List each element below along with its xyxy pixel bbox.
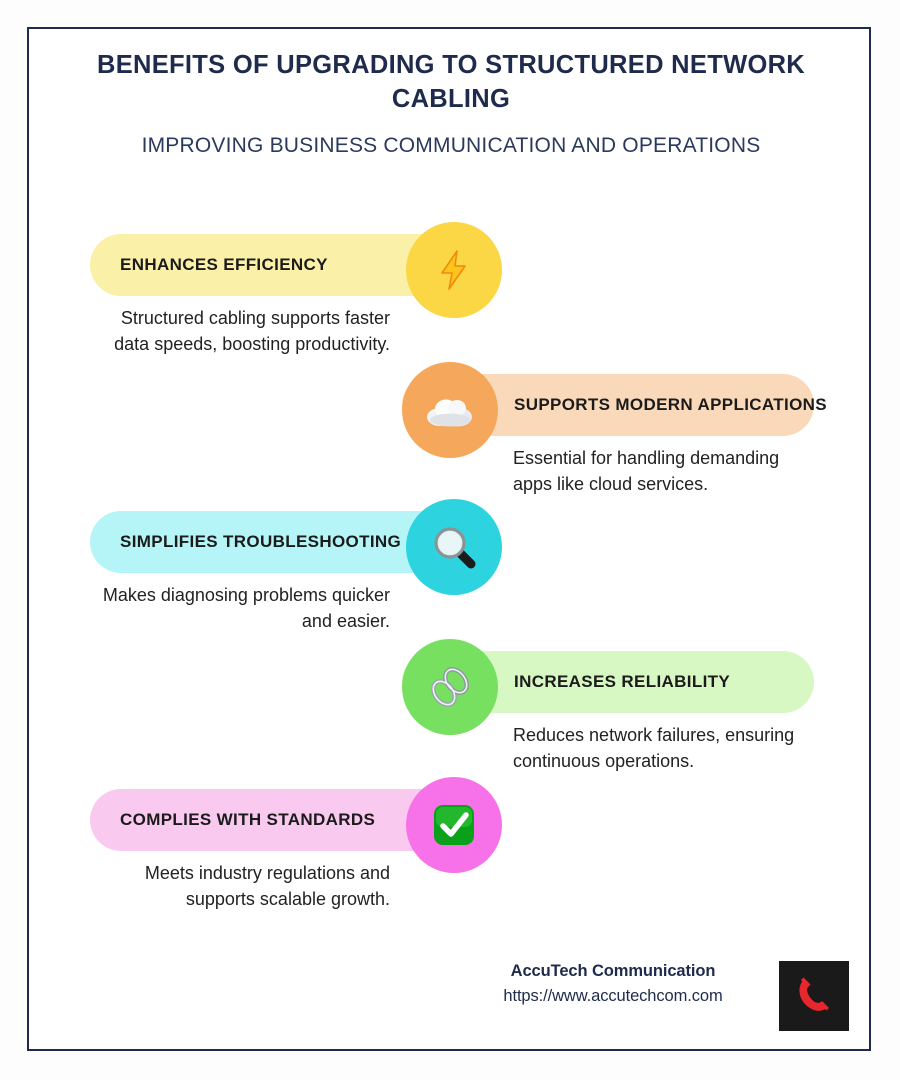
benefit-description: Structured cabling supports faster data … (114, 308, 390, 354)
chain-link-icon (425, 662, 475, 712)
cloud-icon (424, 390, 476, 430)
benefit-label: ENHANCES EFFICIENCY (120, 255, 328, 274)
header: BENEFITS OF UPGRADING TO STRUCTURED NETW… (79, 49, 823, 160)
benefit-label: COMPLIES WITH STANDARDS (120, 810, 376, 829)
page-title: BENEFITS OF UPGRADING TO STRUCTURED NETW… (97, 51, 806, 113)
footer-text-block: AccuTech Communication https://www.accut… (463, 959, 763, 1009)
benefit-description: Meets industry regulations and supports … (144, 863, 390, 909)
benefit-icon-circle (406, 777, 502, 873)
lightning-bolt-icon (430, 246, 478, 294)
benefit-description: Essential for handling demanding apps li… (513, 448, 780, 494)
benefit-icon-circle (406, 222, 502, 318)
check-mark-icon (428, 799, 480, 851)
benefit-icon-circle (402, 362, 498, 458)
page-subtitle: IMPROVING BUSINESS COMMUNICATION AND OPE… (141, 134, 761, 158)
infographic-frame: BENEFITS OF UPGRADING TO STRUCTURED NETW… (27, 27, 871, 1051)
benefit-label: SIMPLIFIES TROUBLESHOOTING (120, 532, 402, 551)
benefit-label: INCREASES RELIABILITY (514, 672, 731, 691)
website-url[interactable]: https://www.accutechcom.com (503, 986, 723, 1005)
brand-name: AccuTech Communication (510, 962, 716, 980)
benefit-description: Reduces network failures, ensuring conti… (513, 725, 795, 771)
benefit-label: SUPPORTS MODERN APPLICATIONS (514, 395, 827, 414)
benefit-icon-circle (402, 639, 498, 735)
telephone-icon (790, 970, 838, 1023)
magnifying-glass-icon (429, 522, 479, 572)
benefit-icon-circle (406, 499, 502, 595)
footer: AccuTech Communication https://www.accut… (429, 959, 849, 1039)
company-logo (779, 961, 849, 1031)
benefit-description: Makes diagnosing problems quicker and ea… (102, 585, 390, 631)
